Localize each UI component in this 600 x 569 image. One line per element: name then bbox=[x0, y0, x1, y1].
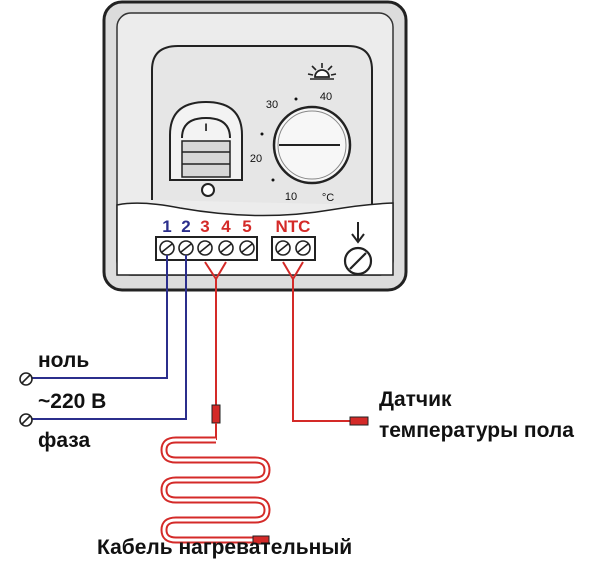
power-switch[interactable]: I bbox=[169, 100, 243, 197]
voltage-label: ~220 В bbox=[38, 390, 106, 413]
terminal-label-2: 2 bbox=[181, 217, 190, 236]
ntc-terminal-block bbox=[271, 236, 316, 261]
sun-icon bbox=[307, 63, 337, 80]
dial-mark-20: 20 bbox=[250, 153, 262, 165]
terminal-label-5: 5 bbox=[242, 217, 251, 236]
neutral-wire bbox=[30, 255, 168, 379]
heating-cable-coil bbox=[160, 436, 271, 545]
sensor-label-line2: температуры пола bbox=[379, 419, 574, 442]
terminal-screw-5[interactable] bbox=[239, 240, 255, 256]
power-indicator-led bbox=[201, 183, 215, 197]
heating-cable-label: Кабель нагревательный bbox=[97, 536, 352, 559]
terminal-label-1: 1 bbox=[162, 217, 171, 236]
terminal-label-4: 4 bbox=[221, 217, 231, 236]
terminal-label-3: 3 bbox=[200, 217, 209, 236]
sensor-label-line1: Датчик bbox=[379, 388, 452, 411]
arrow-down-icon bbox=[351, 222, 365, 244]
phase-wire bbox=[30, 255, 187, 420]
heater-wire bbox=[204, 261, 227, 440]
dial-mark-10: 10 bbox=[285, 191, 297, 203]
terminal-screw-2[interactable] bbox=[178, 240, 194, 256]
neutral-label: ноль bbox=[38, 349, 89, 372]
dial-mark-40: 40 bbox=[320, 91, 332, 103]
phase-terminal-icon bbox=[19, 413, 33, 427]
switch-on-mark: I bbox=[204, 122, 207, 134]
temperature-dial[interactable]: 30 40 20 10 °C bbox=[250, 91, 352, 204]
ntc-screw-1[interactable] bbox=[275, 240, 291, 256]
terminal-label-ntc: NTC bbox=[276, 217, 311, 236]
ntc-screw-2[interactable] bbox=[295, 240, 311, 256]
terminal-screw-4[interactable] bbox=[218, 240, 234, 256]
terminal-screw-1[interactable] bbox=[159, 240, 175, 256]
main-terminal-block bbox=[155, 236, 258, 261]
sensor-wire bbox=[282, 261, 369, 426]
dial-mark-30: 30 bbox=[266, 99, 278, 111]
neutral-terminal-icon bbox=[19, 372, 33, 386]
screw-icon[interactable] bbox=[343, 246, 373, 276]
terminal-screw-3[interactable] bbox=[197, 240, 213, 256]
phase-label: фаза bbox=[38, 429, 90, 452]
dial-unit: °C bbox=[322, 192, 334, 204]
